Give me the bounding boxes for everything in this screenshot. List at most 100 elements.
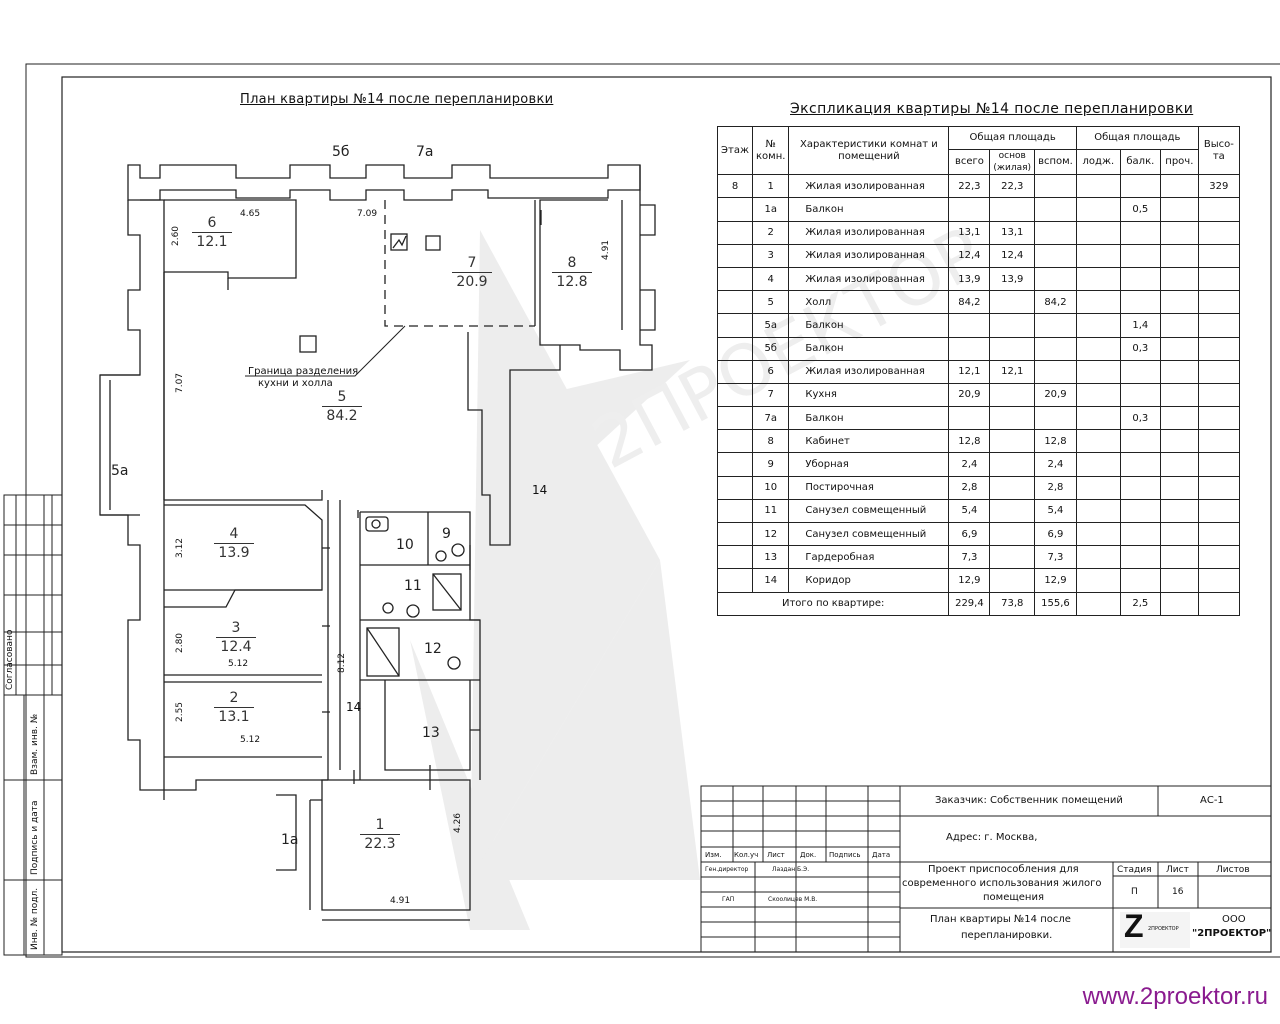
col-data: Дата (872, 851, 891, 859)
sheets-header: Листов (1216, 865, 1250, 875)
cell-aux: 6,9 (1034, 521, 1077, 547)
header-room-no: № комн. (751, 125, 790, 176)
cell-balc: 0,3 (1119, 336, 1161, 361)
cell-other (1159, 568, 1199, 593)
cell-loggia (1075, 382, 1121, 408)
header-other: проч. (1159, 149, 1199, 176)
room-6-number: 6 (207, 215, 217, 231)
cell-no: 10 (751, 475, 790, 500)
dim-2-55: 2.55 (175, 701, 186, 723)
dim-7-07: 7.07 (175, 372, 186, 394)
cell-other (1159, 313, 1199, 338)
cell-aux (1034, 197, 1077, 222)
side-vzam: Взам. инв. № (30, 713, 40, 775)
cell-height (1197, 313, 1240, 338)
cell-height (1197, 568, 1240, 593)
cell-aux: 12,8 (1034, 429, 1077, 454)
table-header-row-2: всего основ (жилая) вспом. лодж. балк. п… (718, 149, 1240, 176)
cell-floor (717, 568, 753, 593)
dim-5-12-lower: 5.12 (240, 735, 261, 745)
company-line1: ООО (1222, 914, 1246, 925)
col-izm: Изм. (705, 851, 722, 859)
cell-main (989, 197, 1036, 222)
cell-name: Кухня (788, 382, 950, 408)
room-8-number: 8 (567, 255, 577, 271)
cell-balc: 0,5 (1119, 197, 1161, 222)
logo-small-text: 2ПРОЕКТОР (1148, 926, 1179, 932)
explication-title: Экспликация квартиры №14 после переплани… (790, 101, 1194, 117)
cell-loggia (1075, 336, 1121, 361)
room-3-area: 12.4 (216, 637, 256, 656)
room-1-number: 1 (375, 817, 385, 833)
cell-all (948, 406, 991, 431)
cell-name: Уборная (788, 452, 950, 477)
cell-all: 12,1 (948, 359, 991, 384)
cell-other (1159, 220, 1199, 245)
cell-aux (1034, 336, 1077, 361)
cell-no: 13 (751, 545, 790, 570)
cell-loggia (1075, 452, 1121, 477)
cell-height (1197, 266, 1240, 292)
cell-no: 1 (751, 174, 790, 199)
drawing-name-line1: План квартиры №14 после (930, 914, 1071, 925)
cell-main (989, 382, 1036, 408)
dim-2-60: 2.60 (171, 225, 182, 247)
cell-all: 13,1 (948, 220, 991, 245)
cell-other (1159, 382, 1199, 408)
cell-floor: 8 (717, 174, 753, 199)
cell-loggia (1075, 197, 1121, 222)
cell-no: 5б (751, 336, 790, 361)
total-other (1159, 591, 1199, 616)
cell-main (989, 406, 1036, 431)
dim-5-12-upper: 5.12 (228, 659, 249, 669)
project-code: АС-1 (1200, 795, 1224, 806)
cell-height (1197, 475, 1240, 500)
cell-other (1159, 406, 1199, 431)
plan-title: План квартиры №14 после перепланировки (240, 92, 554, 107)
sheet-value: 16 (1172, 887, 1184, 897)
total-main: 73,8 (989, 591, 1036, 616)
cell-loggia (1075, 174, 1121, 199)
footer-url[interactable]: www.2proektor.ru (1082, 983, 1268, 1010)
cell-floor (717, 220, 753, 245)
room-6-area: 12.1 (192, 232, 232, 251)
cell-name: Жилая изолированная (788, 266, 950, 292)
balcony-7a-label: 7а (416, 144, 434, 160)
header-all: всего (948, 149, 991, 176)
cell-no: 9 (751, 452, 790, 477)
room-4-label: 4 13.9 (214, 526, 254, 562)
cell-all: 20,9 (948, 382, 991, 408)
room-6-label: 6 12.1 (192, 215, 232, 251)
room-5-label: 5 84.2 (322, 389, 362, 425)
total-all: 229,4 (948, 591, 991, 616)
cell-name: Постирочная (788, 475, 950, 500)
cell-loggia (1075, 359, 1121, 384)
cell-all: 13,9 (948, 266, 991, 292)
room-3-label: 3 12.4 (216, 620, 256, 656)
cell-name: Балкон (788, 406, 950, 431)
cell-main: 13,1 (989, 220, 1036, 245)
sheet-header: Лист (1166, 865, 1189, 875)
room-5-area: 84.2 (322, 406, 362, 425)
cell-aux: 2,4 (1034, 452, 1077, 477)
room-7-number: 7 (467, 255, 477, 271)
title-block-grid (700, 785, 1272, 953)
cell-no: 12 (751, 521, 790, 547)
cell-loggia (1075, 521, 1121, 547)
cell-other (1159, 545, 1199, 570)
cell-balc (1119, 359, 1161, 384)
room-1-label: 1 22.3 (360, 817, 400, 853)
cell-other (1159, 452, 1199, 477)
header-height: Высо- та (1197, 125, 1240, 176)
cell-aux (1034, 174, 1077, 199)
cell-all: 7,3 (948, 545, 991, 570)
cell-balc (1119, 475, 1161, 500)
room-3-number: 3 (231, 620, 241, 636)
